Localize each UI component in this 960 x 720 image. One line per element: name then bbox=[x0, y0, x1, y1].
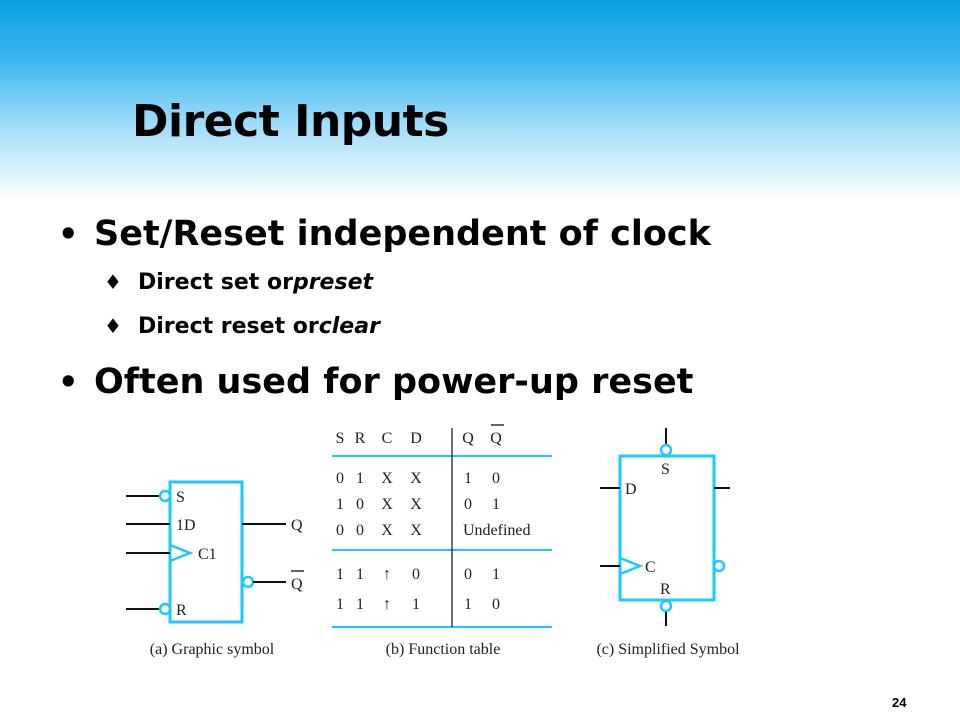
table-cell: ↑ bbox=[383, 566, 391, 583]
sub-bullet-item: ♦ Direct reset or clear bbox=[58, 304, 938, 348]
slide-title: Direct Inputs bbox=[132, 96, 449, 147]
table-header-cell: R bbox=[355, 430, 366, 447]
caption-b: (b) Function table bbox=[386, 641, 501, 658]
table-cell: 0 bbox=[336, 470, 344, 487]
table-cell: 0 bbox=[412, 566, 420, 583]
table-header-cell: D bbox=[410, 430, 422, 447]
table-cell: X bbox=[410, 470, 422, 487]
pin-label-c: C1 bbox=[198, 546, 217, 563]
table-cell: X bbox=[381, 470, 393, 487]
clock-triangle-icon bbox=[169, 543, 194, 563]
table-cell: 0 bbox=[356, 496, 364, 513]
table-cell: 1 bbox=[336, 496, 344, 513]
simplified-symbol: S D C R (c) Simplified Symbol bbox=[596, 428, 740, 658]
table-cell: 1 bbox=[464, 470, 472, 487]
s-inversion-bubble bbox=[158, 489, 172, 503]
caption-c: (c) Simplified Symbol bbox=[596, 641, 740, 658]
bullet-dot-icon: • bbox=[58, 215, 79, 253]
table-cell: 1 bbox=[492, 566, 500, 583]
table-cell: 1 bbox=[412, 596, 420, 613]
diamond-bullet-icon: ♦ bbox=[104, 314, 122, 338]
table-cell: X bbox=[381, 496, 393, 513]
bullet-dot-icon: • bbox=[58, 363, 79, 401]
table-header-cell: S bbox=[336, 430, 345, 447]
table-cell: X bbox=[381, 522, 393, 539]
pin-label-d: D bbox=[625, 481, 637, 498]
sub-bullet-emphasis: clear bbox=[318, 313, 380, 339]
table-cell: X bbox=[410, 496, 422, 513]
sub-bullet-item: ♦ Direct set or preset bbox=[58, 260, 938, 304]
pin-label-r: R bbox=[176, 602, 187, 619]
table-cell: X bbox=[410, 522, 422, 539]
bullet-item: • Often used for power-up reset bbox=[58, 356, 938, 408]
pin-label-qbar: Q bbox=[291, 576, 303, 593]
table-cell: 1 bbox=[336, 566, 344, 583]
bullet-text: Set/Reset independent of clock bbox=[94, 214, 711, 254]
bullet-text: Often used for power-up reset bbox=[94, 362, 694, 402]
table-cell: 1 bbox=[492, 496, 500, 513]
qbar-inversion-bubble bbox=[712, 559, 726, 573]
table-cell: ↑ bbox=[383, 596, 391, 613]
clock-triangle-icon bbox=[619, 556, 644, 576]
pin-label-d: 1D bbox=[176, 517, 196, 534]
bullet-list: • Set/Reset independent of clock ♦ Direc… bbox=[58, 208, 938, 408]
table-cell: 1 bbox=[356, 470, 364, 487]
pin-label-s: S bbox=[661, 461, 670, 478]
table-cell: Undefined bbox=[463, 522, 531, 539]
caption-a: (a) Graphic symbol bbox=[150, 641, 275, 658]
table-header-cell: Q bbox=[462, 430, 474, 447]
sub-bullet-text: Direct set or bbox=[138, 269, 293, 295]
page-number: 24 bbox=[892, 695, 907, 710]
table-cell: 1 bbox=[336, 596, 344, 613]
r-inversion-bubble bbox=[659, 599, 673, 613]
pin-label-s: S bbox=[176, 489, 185, 506]
bullet-item: • Set/Reset independent of clock bbox=[58, 208, 938, 260]
header-gradient-band bbox=[0, 0, 960, 200]
table-cell: 0 bbox=[464, 496, 472, 513]
sub-bullet-emphasis: preset bbox=[292, 269, 374, 295]
table-cell: 0 bbox=[464, 566, 472, 583]
qbar-inversion-bubble bbox=[241, 575, 255, 589]
table-cell: 0 bbox=[492, 596, 500, 613]
table-cell: 1 bbox=[464, 596, 472, 613]
sub-bullet-text: Direct reset or bbox=[138, 313, 319, 339]
pin-label-q: Q bbox=[291, 517, 303, 534]
pin-label-c: C bbox=[645, 559, 656, 576]
diamond-bullet-icon: ♦ bbox=[104, 270, 122, 294]
table-cell: 0 bbox=[492, 470, 500, 487]
table-cell: 0 bbox=[356, 522, 364, 539]
pin-label-r: R bbox=[660, 581, 671, 598]
table-cell: 1 bbox=[356, 596, 364, 613]
table-cell: 1 bbox=[356, 566, 364, 583]
table-header-cell: C bbox=[382, 430, 393, 447]
table-cell: 0 bbox=[336, 522, 344, 539]
graphic-symbol: S 1D C1 R Q Q (a) Graphic symbol bbox=[126, 480, 304, 658]
r-inversion-bubble bbox=[158, 602, 172, 616]
s-inversion-bubble bbox=[659, 443, 673, 457]
table-header-cell: Q bbox=[490, 430, 502, 447]
